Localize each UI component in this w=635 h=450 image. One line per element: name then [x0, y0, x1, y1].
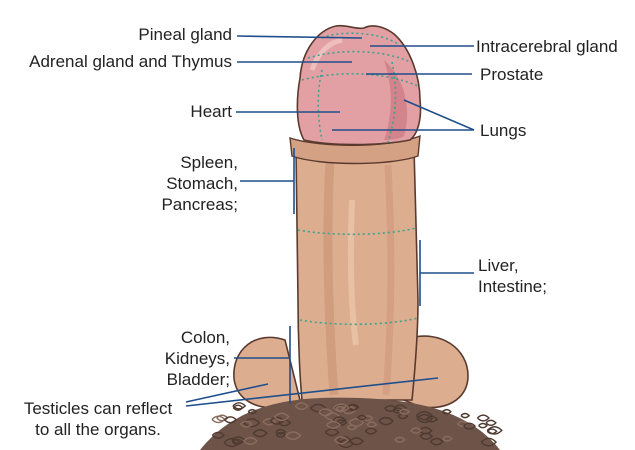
label-prostate: Prostate [480, 65, 544, 84]
pubic-hair [200, 397, 503, 450]
label-adrenal-thymus: Adrenal gland and Thymus [29, 52, 232, 71]
glans [296, 24, 422, 146]
label-lungs: Lungs [480, 121, 527, 140]
leader-testicles-b [185, 377, 439, 407]
shaft-ring-lower [299, 317, 419, 326]
leader-lines [185, 35, 475, 407]
label-intracerebral-gland: Intracerebral gland [476, 37, 618, 56]
label-testicles: Testicles can reflect to all the organs. [23, 399, 173, 439]
shaft [295, 147, 419, 401]
leader-lungs-a [403, 99, 475, 131]
label-pineal-gland: Pineal gland [138, 25, 232, 44]
label-spleen-stomach-pancreas: Spleen, Stomach, Pancreas; [161, 153, 238, 214]
leader-testicles-a [185, 383, 269, 403]
leader-pineal [236, 35, 363, 39]
label-heart: Heart [190, 102, 232, 121]
label-liver-intestine: Liver, Intestine; [478, 256, 547, 296]
shaft-ring-upper [297, 227, 417, 236]
label-colon-kidneys-bladder: Colon, Kidneys, Bladder; [164, 328, 230, 389]
corona-rim [289, 134, 421, 165]
